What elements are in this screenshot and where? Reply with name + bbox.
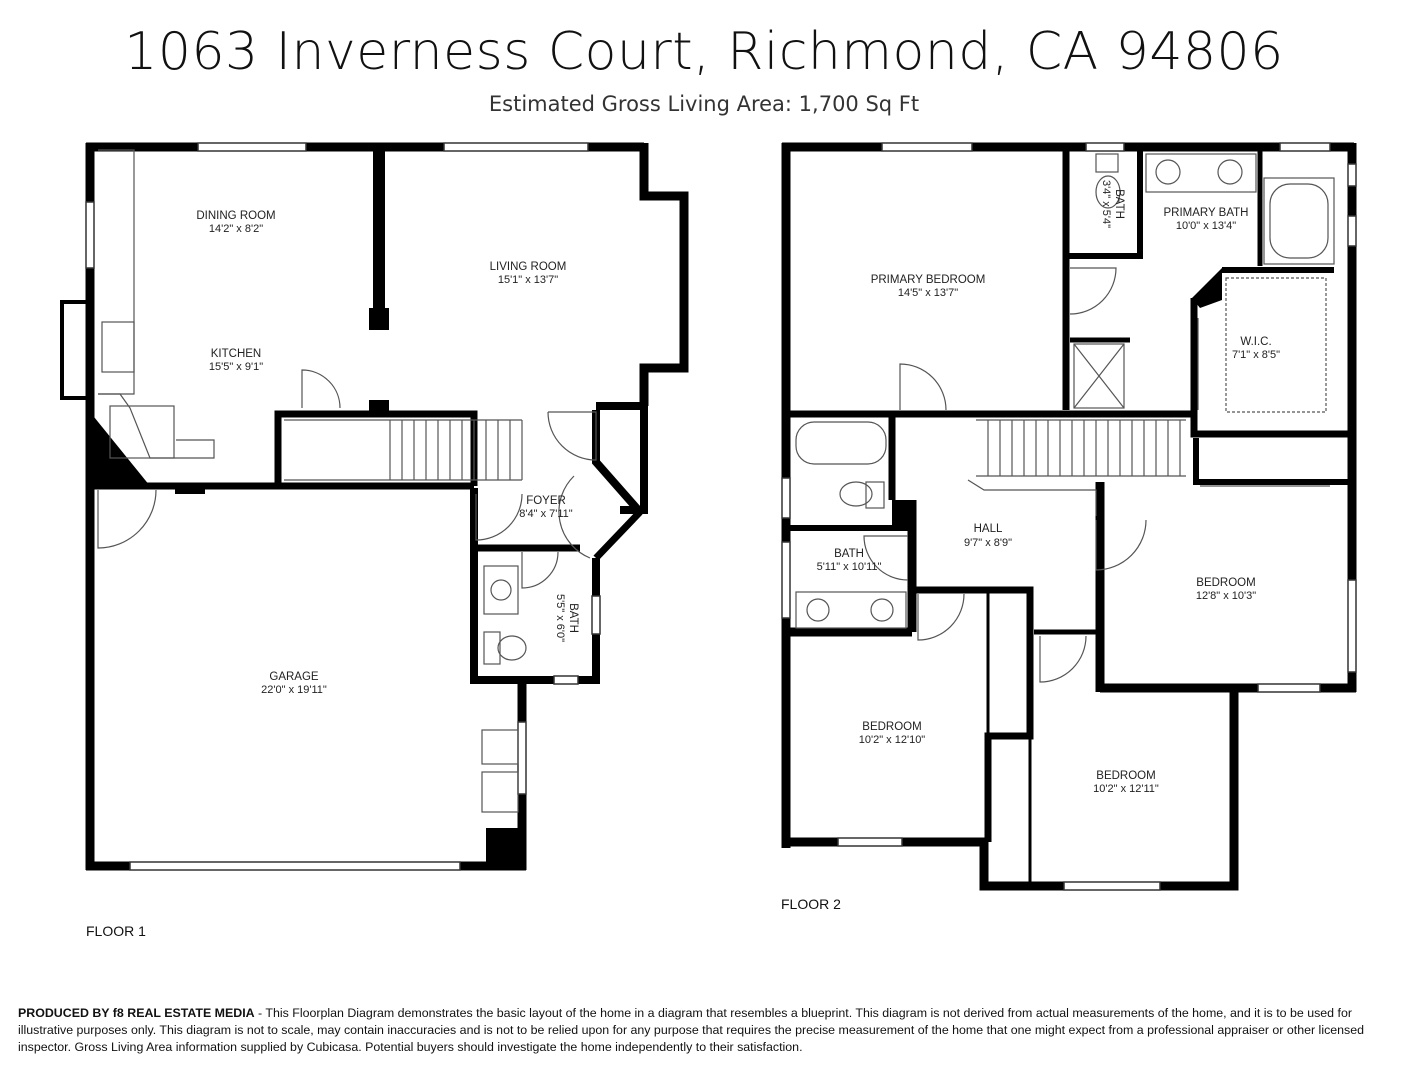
room-small-bath-dim: 3'4" x 5'4" [1100,180,1112,228]
room-bath2-name: BATH [834,548,864,560]
floor2-label: FLOOR 2 [781,896,841,912]
room-kitchen-name: KITCHEN [211,348,261,360]
room-bath1-name: BATH [567,603,579,633]
room-foyer-dim: 8'4" x 7'11" [519,508,572,520]
room-hall-name: HALL [974,523,1003,535]
disclaimer-text: PRODUCED BY f8 REAL ESTATE MEDIA - This … [18,1005,1368,1056]
room-wic-dim: 7'1" x 8'5" [1232,349,1280,361]
room-bedroom-sw-name: BEDROOM [862,721,921,733]
floor2-fixtures [795,153,1335,683]
floor2-walls [781,142,1357,891]
room-primary-bath-dim: 10'0" x 13'4" [1176,220,1236,232]
room-bedroom-s-name: BEDROOM [1096,770,1155,782]
producer-credit: PRODUCED BY f8 REAL ESTATE MEDIA [18,1006,255,1020]
room-bedroom-east-name: BEDROOM [1196,577,1255,589]
room-wic-name: W.I.C. [1240,336,1271,348]
room-bedroom-east-dim: 12'8" x 10'3" [1196,590,1256,602]
room-dining-dim: 14'2" x 8'2" [209,223,263,235]
property-address: 1063 Inverness Court, Richmond, CA 94806 [124,22,1284,82]
room-small-bath-name: BATH [1113,189,1125,219]
room-garage-dim: 22'0" x 19'11" [261,684,327,696]
floor1-fixtures [97,149,597,813]
room-living-dim: 15'1" x 13'7" [498,274,558,286]
room-bath1-dim: 5'5" x 6'0" [554,594,566,642]
room-bath2-dim: 5'11" x 10'11" [817,561,882,573]
floor1-label: FLOOR 1 [86,923,146,939]
room-dining-name: DINING ROOM [196,210,275,222]
room-bedroom-s-dim: 10'2" x 12'11" [1093,783,1159,795]
room-hall-dim: 9'7" x 8'9" [964,537,1012,549]
disclaimer-body: - This Floorplan Diagram demonstrates th… [18,1006,1365,1054]
floor1-windows [85,142,601,871]
floor2-windows [781,142,1357,891]
room-kitchen-dim: 15'5" x 9'1" [209,361,263,373]
floor1-room-labels: DINING ROOM 14'2" x 8'2" LIVING ROOM 15'… [196,210,579,696]
living-area: Estimated Gross Living Area: 1,700 Sq Ft [488,92,920,116]
room-foyer-name: FOYER [526,495,566,507]
room-bedroom-sw-dim: 10'2" x 12'10" [859,734,926,746]
floor1-walls [60,142,689,871]
floor2-room-labels: PRIMARY BEDROOM 14'5" x 13'7" BATH 3'4" … [817,180,1281,795]
room-garage-name: GARAGE [269,671,319,683]
room-primary-bedroom-name: PRIMARY BEDROOM [871,274,986,286]
room-living-name: LIVING ROOM [490,261,567,273]
room-primary-bath-name: PRIMARY BATH [1164,207,1249,219]
room-primary-bedroom-dim: 14'5" x 13'7" [898,287,958,299]
